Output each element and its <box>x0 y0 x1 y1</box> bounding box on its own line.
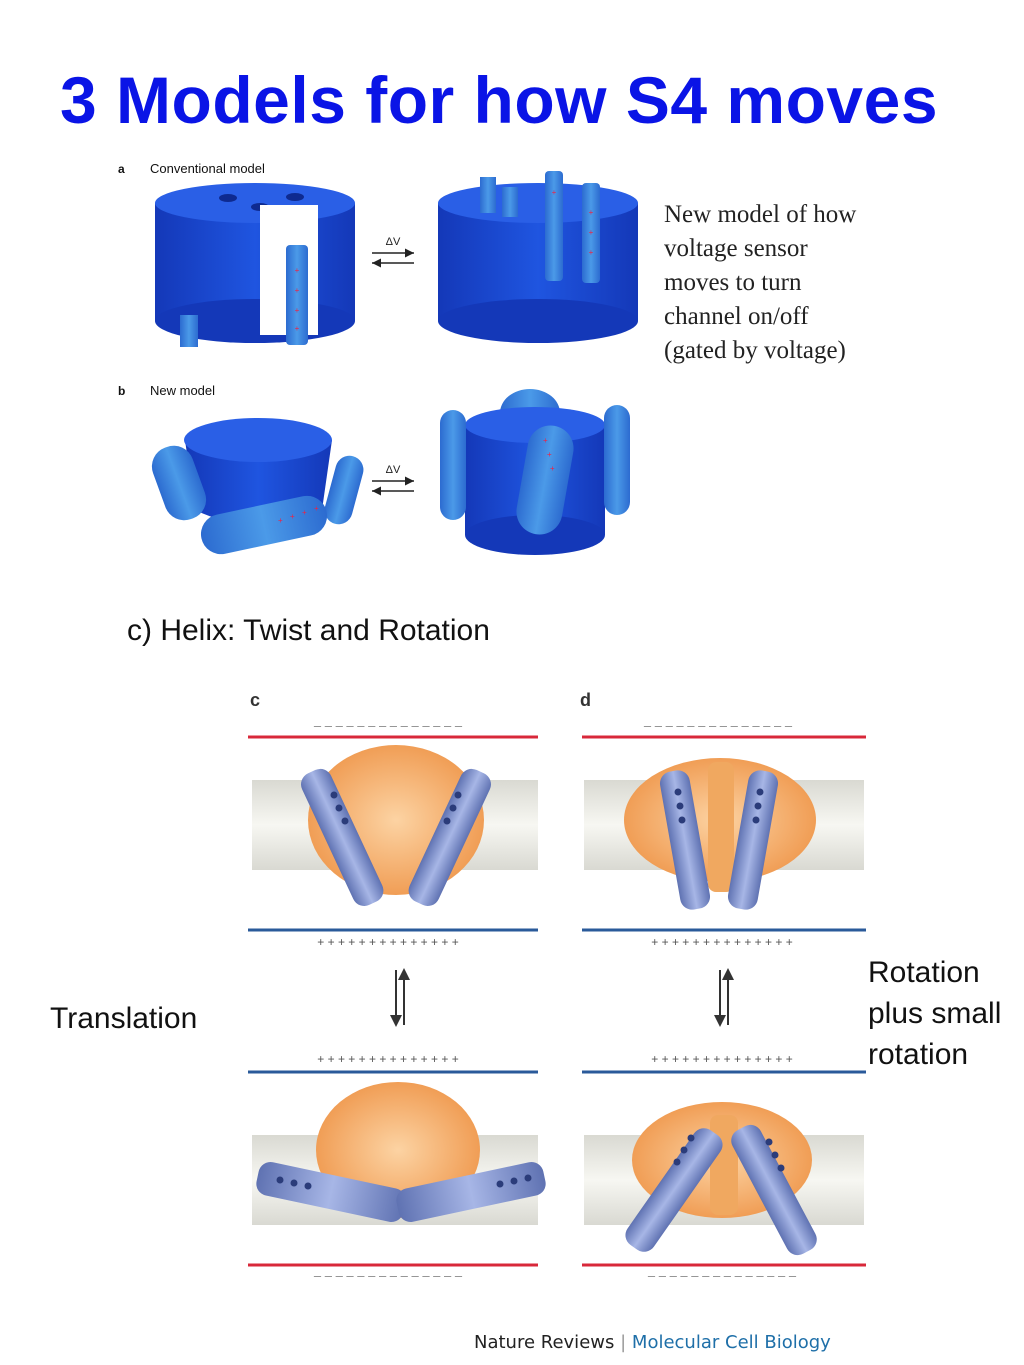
caption-line: New model of how <box>664 201 857 228</box>
panel-d-letter: d <box>580 690 591 710</box>
caption-line: channel on/off <box>664 303 809 330</box>
panel-c-letter: c <box>250 690 260 710</box>
svg-text:+: + <box>290 512 295 521</box>
panel-a-label: Conventional model <box>150 161 265 176</box>
svg-text:+: + <box>295 324 300 333</box>
minus-charges: – – – – – – – – – – – – – – <box>644 718 793 733</box>
svg-text:+: + <box>543 436 548 445</box>
plus-charges: + + + + + + + + + + + + + + <box>317 1052 458 1066</box>
rotation-label: Rotation plus small rotation <box>868 952 1018 1075</box>
panel-d-top: – – – – – – – – – – – – – – + + + + + + … <box>582 718 866 949</box>
rotation-label-line: rotation <box>868 1038 969 1071</box>
minus-charges: – – – – – – – – – – – – – – <box>314 718 463 733</box>
caption-line: moves to turn <box>664 269 802 296</box>
credit-publisher: Nature Reviews <box>474 1332 615 1353</box>
new-model-open-channel: + + + <box>440 389 630 555</box>
caption-line: voltage sensor <box>664 235 808 262</box>
svg-text:+: + <box>295 306 300 315</box>
credit-journal: Molecular Cell Biology <box>631 1332 831 1353</box>
svg-text:+: + <box>589 228 594 237</box>
caption-line: (gated by voltage) <box>664 337 846 364</box>
voltage-arrows-b: ΔV <box>372 464 414 496</box>
svg-text:+: + <box>295 266 300 275</box>
svg-text:+: + <box>278 516 283 525</box>
figure-credit: Nature Reviews | Molecular Cell Biology <box>474 1332 831 1353</box>
plus-charges: + + + + + + + + + + + + + + <box>651 1052 792 1066</box>
rotation-label-line: plus small <box>868 997 1002 1030</box>
conventional-open-channel: + + + + <box>438 171 638 343</box>
panel-c-bottom: + + + + + + + + + + + + + + – – – – – – … <box>248 1052 546 1283</box>
minus-charges: – – – – – – – – – – – – – – <box>648 1268 797 1283</box>
plus-charges: + + + + + + + + + + + + + + <box>317 935 458 949</box>
svg-text:+: + <box>547 450 552 459</box>
panel-b-label: New model <box>150 383 215 398</box>
svg-text:+: + <box>589 248 594 257</box>
svg-text:+: + <box>314 504 319 513</box>
svg-text:+: + <box>302 508 307 517</box>
page-title: 3 Models for how S4 moves <box>60 63 939 137</box>
delta-v-label-b: ΔV <box>386 464 401 476</box>
translation-label: Translation <box>50 1002 198 1035</box>
delta-v-label-a: ΔV <box>386 236 401 248</box>
bottom-figure: c d – – – – – – – – – – – – – – + + + + … <box>248 690 866 1283</box>
new-model-caption: New model of how voltage sensor moves to… <box>664 198 964 368</box>
svg-text:+: + <box>589 208 594 217</box>
panel-d-bottom: + + + + + + + + + + + + + + – – – – – – … <box>582 1052 866 1283</box>
panel-d-arrows <box>714 968 734 1027</box>
panel-b-letter: b <box>118 384 125 398</box>
plus-charges: + + + + + + + + + + + + + + <box>651 935 792 949</box>
panel-a-letter: a <box>118 162 125 176</box>
minus-charges: – – – – – – – – – – – – – – <box>314 1268 463 1283</box>
svg-text:+: + <box>552 188 557 197</box>
top-figure: a Conventional model + + + + ΔV + + + + <box>118 161 638 555</box>
panel-c-arrows <box>390 968 410 1027</box>
rotation-label-line: Rotation <box>868 956 980 989</box>
new-model-closed-channel: + + + + <box>151 418 364 555</box>
voltage-arrows-a: ΔV <box>372 236 414 268</box>
credit-separator: | <box>620 1332 627 1353</box>
conventional-closed-channel: + + + + <box>155 183 355 347</box>
svg-text:+: + <box>295 286 300 295</box>
svg-text:+: + <box>550 464 555 473</box>
panel-c-top: – – – – – – – – – – – – – – + + + + + + … <box>248 718 538 949</box>
section-heading: c) Helix: Twist and Rotation <box>127 614 490 647</box>
